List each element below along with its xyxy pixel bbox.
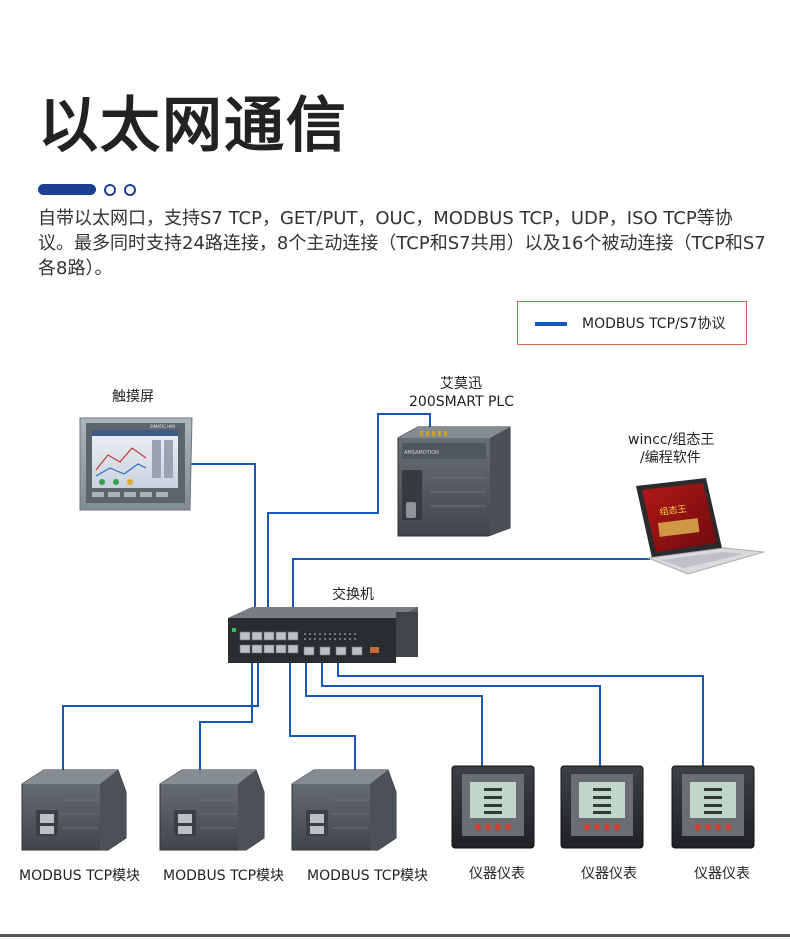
bottom-divider (0, 934, 790, 937)
modbus-module-3 (291, 769, 397, 851)
label-hmi: 触摸屏 (112, 389, 154, 405)
legend: MODBUS TCP/S7协议 (517, 301, 747, 345)
modbus-module-2 (159, 769, 265, 851)
wire-module3 (289, 657, 356, 772)
label-pc-programming: /编程软件 (640, 450, 701, 466)
label-module-1: MODBUS TCP模块 (19, 868, 141, 884)
meter-3 (671, 765, 755, 849)
wire-module1 (62, 657, 259, 780)
modbus-module-1 (21, 769, 127, 851)
legend-swatch (535, 322, 567, 326)
network-switch (228, 607, 418, 663)
hmi-device (79, 417, 193, 511)
label-module-3: MODBUS TCP模块 (307, 868, 429, 884)
legend-label: MODBUS TCP/S7协议 (582, 316, 726, 332)
label-module-2: MODBUS TCP模块 (163, 868, 285, 884)
wire-plc (267, 413, 431, 640)
label-meter-3: 仪器仪表 (694, 866, 750, 882)
label-switch: 交换机 (332, 587, 374, 603)
wire-meter1 (305, 657, 483, 766)
wire-hmi (190, 463, 256, 640)
laptop-device: 组态王 (636, 478, 765, 575)
wire-meter2 (321, 657, 601, 766)
label-meter-1: 仪器仪表 (469, 866, 525, 882)
meter-2 (560, 765, 644, 849)
label-plc-brand: 艾莫迅 (440, 376, 482, 392)
description-text: 自带以太网口，支持S7 TCP，GET/PUT，OUC，MODBUS TCP，U… (38, 208, 766, 279)
plc-device: AMSAMOTION (397, 426, 511, 537)
connection-lines (62, 413, 704, 780)
hmi-brand: SIMATIC HMI (150, 424, 175, 429)
label-meter-2: 仪器仪表 (581, 866, 637, 882)
wire-module2 (199, 657, 253, 775)
meter-1 (451, 765, 535, 849)
plc-brand: AMSAMOTION (404, 450, 439, 456)
label-pc-software: wincc/组态王 (628, 432, 715, 448)
laptop-screen-text: 组态王 (659, 503, 687, 518)
page-title: 以太网通信 (38, 91, 348, 161)
wire-meter3 (337, 657, 704, 766)
title-decoration (38, 183, 148, 197)
label-plc-model: 200SMART PLC (409, 394, 514, 410)
